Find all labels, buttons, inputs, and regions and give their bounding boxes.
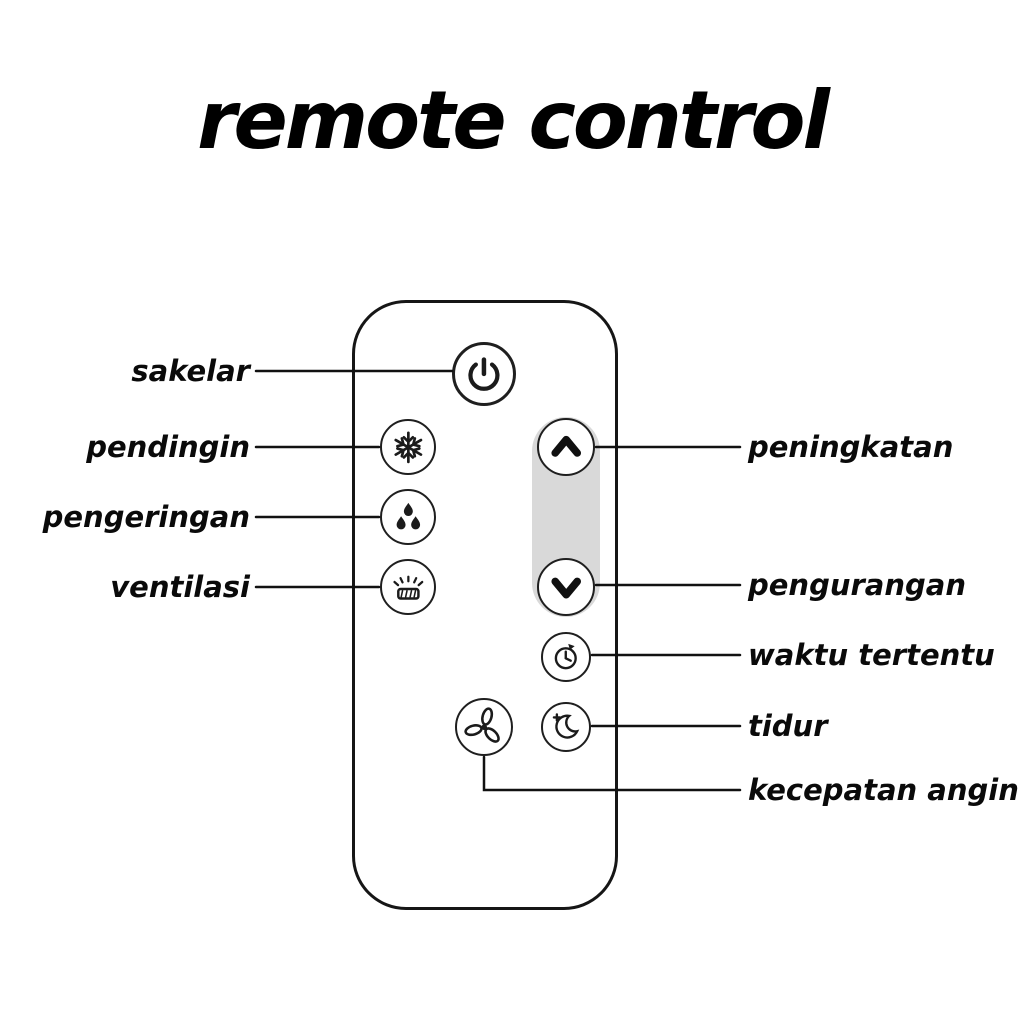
fan-icon xyxy=(464,707,500,743)
water-drops-icon xyxy=(396,502,420,530)
label-sakelar: sakelar xyxy=(131,354,250,388)
label-pendingin: pendingin xyxy=(86,430,250,464)
timer-button[interactable] xyxy=(541,632,591,682)
label-tidur: tidur xyxy=(748,709,828,743)
decrease-button[interactable] xyxy=(537,558,595,616)
label-waktu-tertentu: waktu tertentu xyxy=(748,638,995,672)
label-kecepatan-angin: kecepatan angin xyxy=(748,773,1019,807)
increase-button[interactable] xyxy=(537,418,595,476)
label-pengurangan: pengurangan xyxy=(748,568,966,602)
chevron-up-icon xyxy=(551,435,581,457)
sleep-button[interactable] xyxy=(541,702,591,752)
timer-icon xyxy=(554,644,578,670)
fan-speed-button[interactable] xyxy=(455,698,513,756)
ventilation-icon xyxy=(393,575,423,600)
page-title: remote control xyxy=(197,74,830,167)
sleep-moon-icon xyxy=(552,713,580,739)
power-icon xyxy=(468,357,500,391)
chevron-down-icon xyxy=(551,577,581,599)
snowflake-icon xyxy=(394,431,422,463)
label-pengeringan: pengeringan xyxy=(42,500,250,534)
ventilation-button[interactable] xyxy=(380,559,436,615)
label-ventilasi: ventilasi xyxy=(110,570,250,604)
dry-button[interactable] xyxy=(380,489,436,545)
power-button[interactable] xyxy=(452,342,516,406)
label-peningkatan: peningkatan xyxy=(748,430,954,464)
cooling-button[interactable] xyxy=(380,419,436,475)
